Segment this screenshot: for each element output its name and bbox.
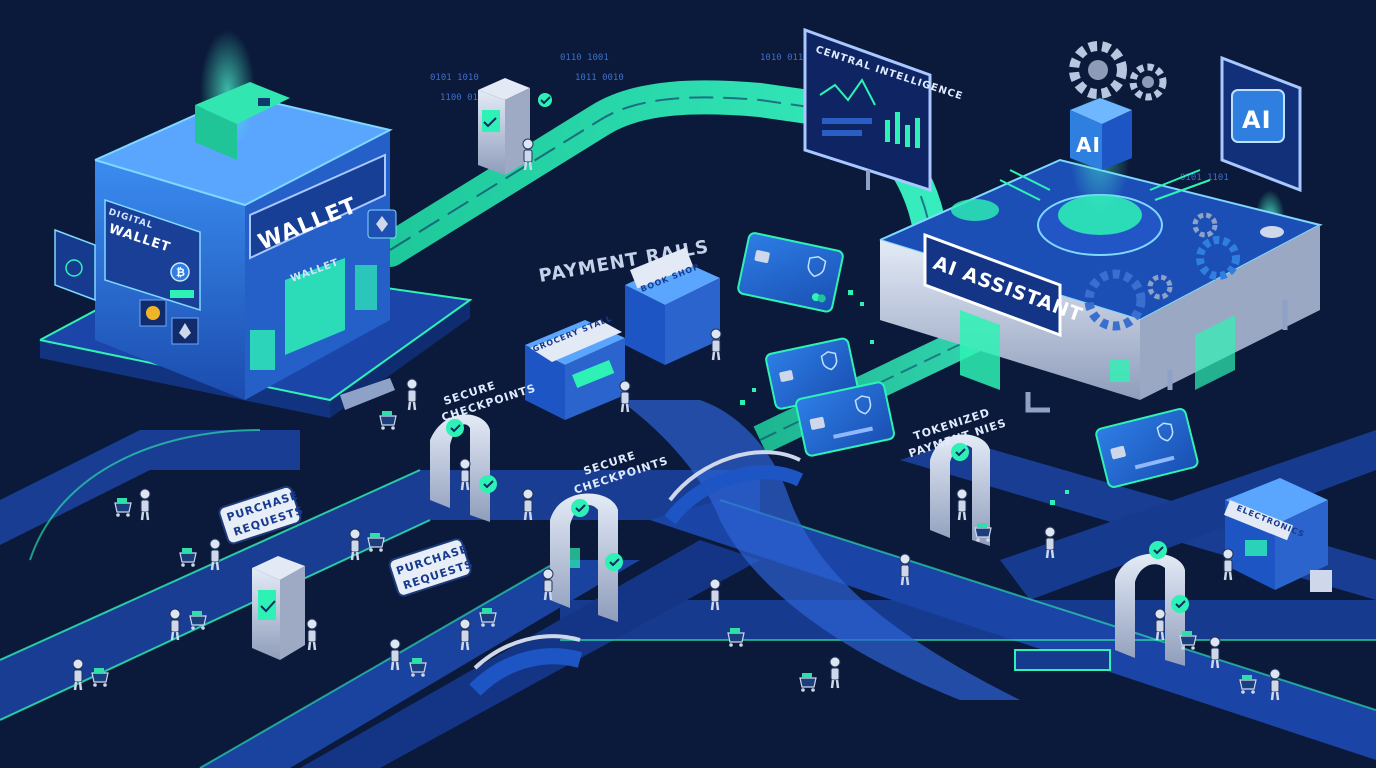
ai-screen-label: AI — [1242, 106, 1272, 134]
svg-text:0110 1001: 0110 1001 — [560, 53, 609, 63]
svg-text:₿: ₿ — [176, 266, 185, 279]
ai-cube-label: AI — [1076, 133, 1101, 157]
svg-text:1010 0110: 1010 0110 — [760, 53, 809, 63]
platform-edge — [1015, 650, 1110, 670]
svg-text:0101 1010: 0101 1010 — [430, 73, 479, 83]
bitcoin-icon-gold — [146, 306, 160, 320]
wallet-icon — [258, 98, 270, 106]
svg-text:1011 0010: 1011 0010 — [575, 73, 624, 83]
checkpoint-kiosk — [252, 556, 305, 660]
